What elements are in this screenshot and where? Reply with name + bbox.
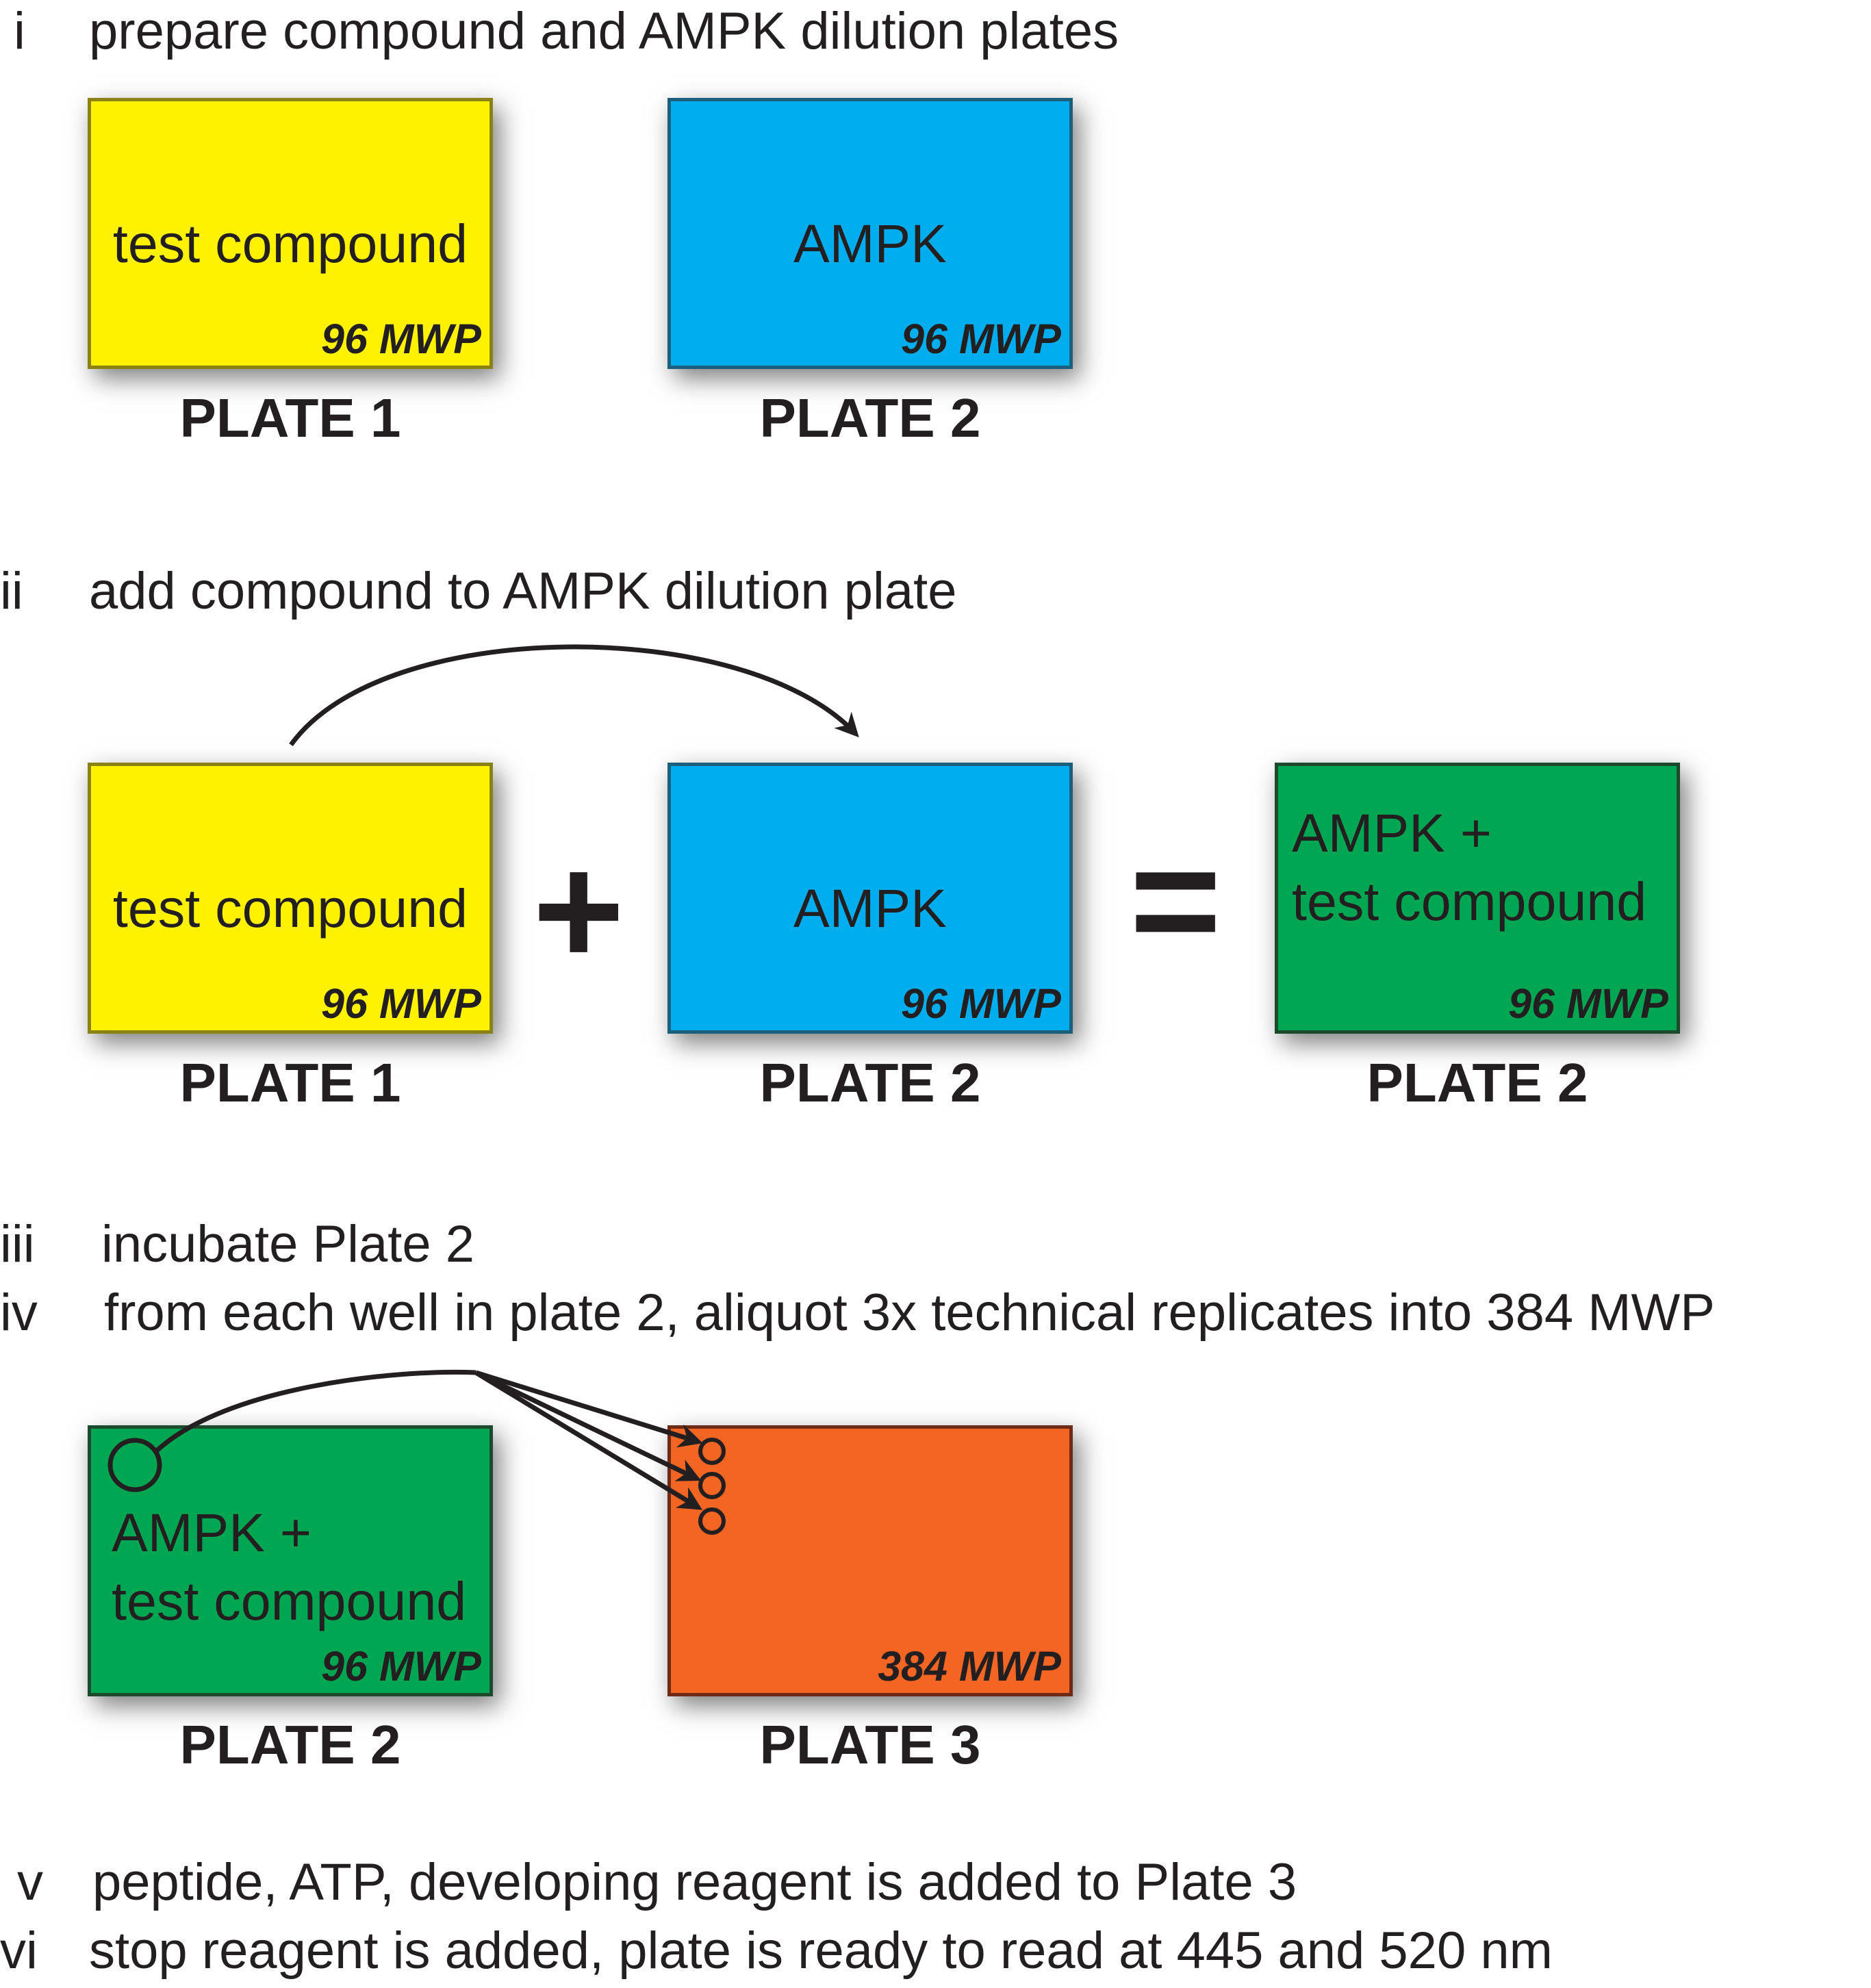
mwp-96-label: 96 MWP <box>901 316 1061 362</box>
plate3-384-step-iv: 384 MWP <box>667 1425 1073 1696</box>
plate3-label-step-iv: PLATE 3 <box>759 1714 981 1775</box>
step-ii-text: add compound to AMPK dilution plate <box>89 562 957 620</box>
step-iii-number: iii <box>0 1215 35 1273</box>
destination-well-3 <box>698 1507 726 1535</box>
step-ii-number: ii <box>0 562 23 620</box>
step-v-number: v <box>17 1853 43 1911</box>
plate2-ampk-step-ii: AMPK 96 MWP <box>667 763 1073 1034</box>
aliquot-arrow-2 <box>474 1370 702 1481</box>
step-iv-text: from each well in plate 2, aliquot 3x te… <box>104 1284 1715 1342</box>
mixture-label-line1: AMPK + <box>112 1502 311 1563</box>
compound-label: test compound <box>112 213 468 274</box>
mwp-96-label: 96 MWP <box>321 980 481 1027</box>
plate2-label-step-i: PLATE 2 <box>759 387 981 448</box>
plate1-compound-step-ii: test compound 96 MWP <box>88 763 493 1034</box>
plate1-compound-step-i: test compound 96 MWP <box>88 98 493 369</box>
plate2-label-step-ii: PLATE 2 <box>759 1052 981 1113</box>
step-i-text: prepare compound and AMPK dilution plate… <box>89 2 1119 60</box>
mwp-96-label: 96 MWP <box>1508 980 1668 1027</box>
mwp-96-label: 96 MWP <box>321 1643 481 1690</box>
step-iv-number: iv <box>0 1284 38 1342</box>
mwp-384-label: 384 MWP <box>878 1643 1061 1690</box>
step-iii-text: incubate Plate 2 <box>101 1215 475 1273</box>
aliquot-arrow-3 <box>474 1371 702 1510</box>
mixture-label-line2: test compound <box>112 1570 467 1631</box>
plate2-mixture-step-iv: AMPK + test compound 96 MWP <box>88 1425 493 1696</box>
mixture-label-line1: AMPK + <box>1292 802 1492 863</box>
step-v-text: peptide, ATP, developing reagent is adde… <box>92 1853 1297 1911</box>
step-vi-text: stop reagent is added, plate is ready to… <box>89 1922 1553 1980</box>
aliquot-curve <box>154 1369 476 1453</box>
plate2-ampk-step-i: AMPK 96 MWP <box>667 98 1073 369</box>
plate2-mixture-step-ii: AMPK + test compound 96 MWP <box>1275 763 1680 1034</box>
plate2-mixture-label-step-ii: PLATE 2 <box>1366 1052 1588 1113</box>
ampk-label: AMPK <box>793 213 947 274</box>
mwp-96-label: 96 MWP <box>321 316 481 362</box>
destination-well-1 <box>698 1438 726 1465</box>
equals-sign: = <box>1130 812 1222 988</box>
mixture-label-line2: test compound <box>1292 871 1647 932</box>
plate1-label-step-ii: PLATE 1 <box>179 1052 401 1113</box>
step-vi-number: vi <box>0 1922 38 1980</box>
plate1-label-step-i: PLATE 1 <box>179 387 401 448</box>
source-well-circle <box>107 1438 162 1492</box>
plus-sign: + <box>533 822 625 998</box>
mwp-96-label: 96 MWP <box>901 980 1061 1027</box>
compound-label: test compound <box>112 878 468 939</box>
destination-well-2 <box>698 1472 726 1499</box>
ampk-label: AMPK <box>793 878 947 939</box>
step-i-number: i <box>14 2 25 60</box>
transfer-arrow-step-ii <box>289 644 859 747</box>
plate2-label-step-iv: PLATE 2 <box>179 1714 401 1775</box>
aliquot-arrow-1 <box>474 1370 703 1448</box>
